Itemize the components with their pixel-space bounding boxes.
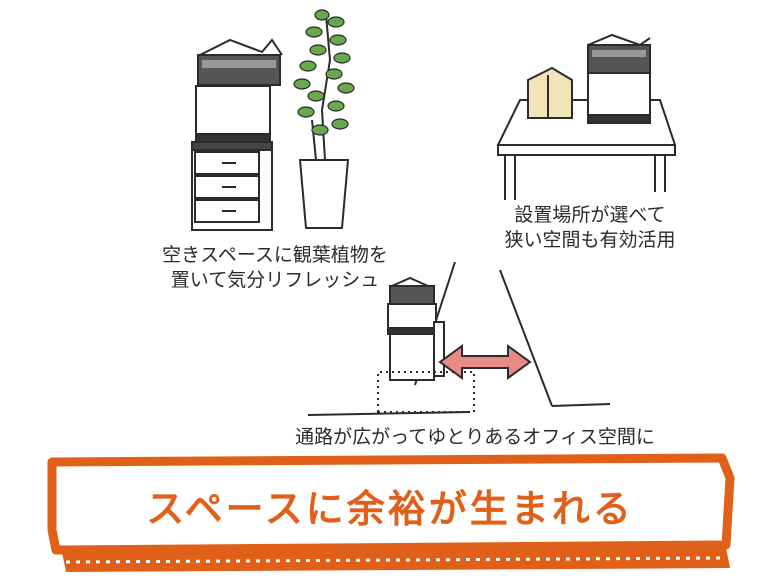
potted-plant <box>293 9 355 229</box>
small-copier <box>387 276 445 381</box>
copier-on-table-right <box>496 33 677 200</box>
caption-plant: 空きスペースに観葉植物を 置いて気分リフレッシュ <box>130 243 420 293</box>
copier-on-cabinet-left <box>191 38 283 231</box>
banner <box>47 453 735 572</box>
caption-aisle: 通路が広がってゆとりあるオフィス空間に <box>295 426 655 448</box>
width-arrow <box>438 344 532 380</box>
caption-install: 設置場所が選べて 狭い空間も有効活用 <box>470 203 710 253</box>
caption-install-line2: 狭い空間も有効活用 <box>504 229 676 251</box>
caption-install-line1: 設置場所が選べて <box>514 204 666 226</box>
caption-plant-line2: 置いて気分リフレッシュ <box>170 269 380 291</box>
banner-title: スペースに余裕が生まれる <box>146 487 634 531</box>
caption-plant-line1: 空きスペースに観葉植物を <box>162 244 388 266</box>
